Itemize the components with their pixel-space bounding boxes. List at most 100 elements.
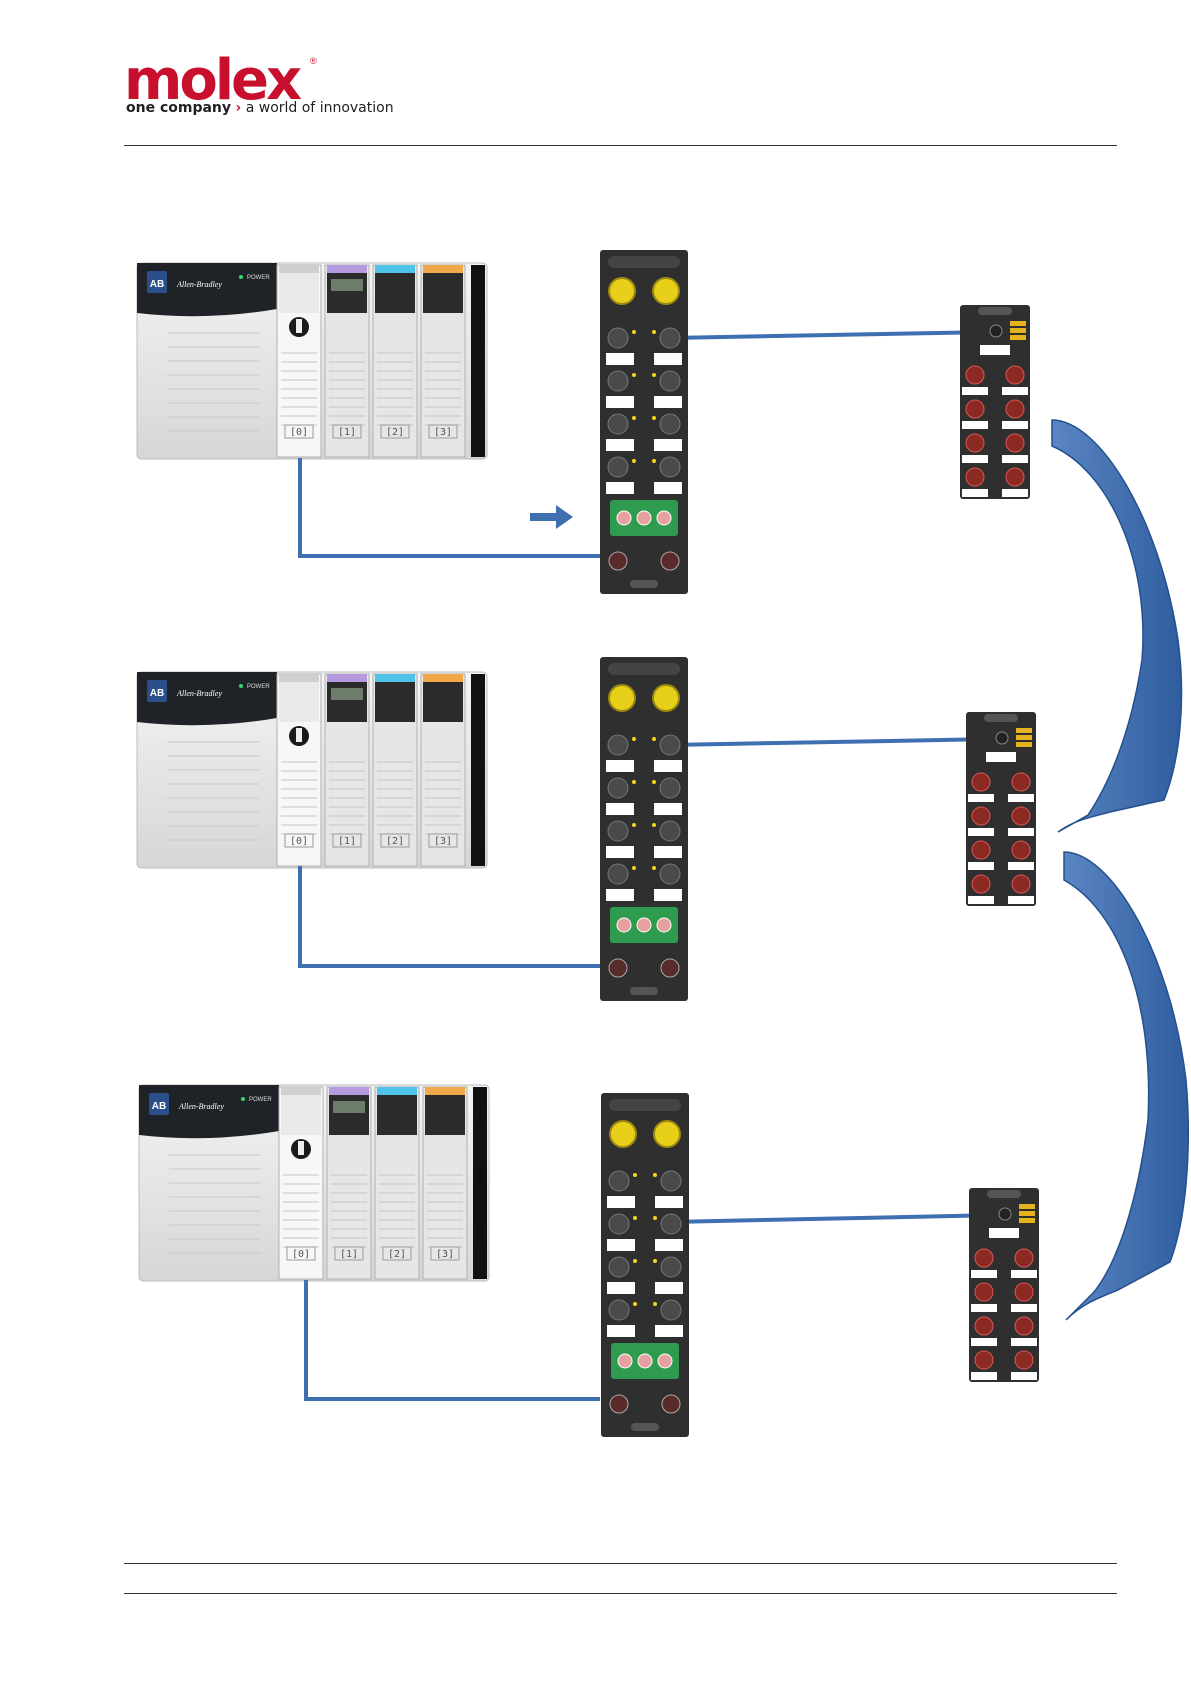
status-tag [1016, 742, 1032, 747]
ab-badge-text: AB [150, 279, 164, 290]
port-label-plate [962, 421, 988, 429]
status-led-icon [632, 330, 636, 334]
power-label: POWER [247, 275, 270, 281]
port-label-plate [606, 482, 634, 494]
io-port-icon [660, 457, 680, 477]
io-port-icon [1012, 875, 1030, 893]
slot-label: [3] [436, 1249, 454, 1260]
status-led-icon [653, 1216, 657, 1220]
ethernet-port-icon [662, 1395, 680, 1413]
io-port-icon [661, 1300, 681, 1320]
io-port-icon [660, 371, 680, 391]
slot-color-band [423, 265, 463, 273]
io-port-icon [972, 841, 990, 859]
io-port-icon [966, 366, 984, 384]
port-label-plate [971, 1270, 997, 1278]
slot-status-panel [375, 682, 415, 722]
status-led-icon [652, 780, 656, 784]
port-label-plate [607, 1239, 635, 1251]
cable-line [670, 1215, 1000, 1222]
io-link-port-icon [996, 732, 1008, 744]
slot-color-band [377, 1087, 417, 1095]
io-port-icon [972, 807, 990, 825]
curved-arrow-icon [1052, 420, 1182, 832]
cable-line [300, 866, 600, 966]
slot-status-panel [425, 1095, 465, 1135]
slot-status-panel [423, 682, 463, 722]
port-label-plate [654, 846, 682, 858]
status-tag [1010, 328, 1026, 333]
io-port-icon [972, 773, 990, 791]
io-port-icon [1012, 841, 1030, 859]
plc-brand: Allen-Bradley [176, 280, 222, 289]
status-led-icon [652, 459, 656, 463]
port-label-plate [654, 760, 682, 772]
port-label-plate [1002, 455, 1028, 463]
rotary-switch-icon [618, 1354, 632, 1368]
port-label-plate [968, 828, 994, 836]
port-label-plate [1008, 828, 1034, 836]
slot-color-band [279, 265, 319, 273]
status-led-icon [633, 1173, 637, 1177]
port-label-plate [962, 489, 988, 497]
port-label-plate [654, 803, 682, 815]
slot-display [331, 279, 363, 291]
io-port-icon [1015, 1317, 1033, 1335]
port-label-plate [606, 760, 634, 772]
power-label: POWER [247, 684, 270, 690]
port-label-plate [968, 896, 994, 904]
io-port-icon [1015, 1249, 1033, 1267]
io-port-icon [609, 1214, 629, 1234]
io-port-icon [660, 821, 680, 841]
status-led-icon [632, 780, 636, 784]
io-port-icon [966, 400, 984, 418]
power-connector-icon [653, 685, 679, 711]
port-label-plate [606, 439, 634, 451]
plc-end-cap [471, 265, 485, 457]
io-port-icon [975, 1249, 993, 1267]
slot-color-band [329, 1087, 369, 1095]
io-port-icon [966, 468, 984, 486]
io-port-icon [660, 328, 680, 348]
plc-end-cap [471, 674, 485, 866]
port-label-plate [654, 482, 682, 494]
status-led-icon [632, 823, 636, 827]
slot-status-panel [279, 273, 319, 313]
arrow-right-icon [530, 505, 573, 529]
status-led-icon [652, 416, 656, 420]
ab-badge-text: AB [152, 1101, 166, 1112]
cable-line [670, 332, 992, 338]
ab-badge-text: AB [150, 688, 164, 699]
port-label-plate [607, 1196, 635, 1208]
power-led-icon [241, 1097, 245, 1101]
slot-color-band [279, 674, 319, 682]
cable-line [306, 1280, 600, 1399]
io-port-icon [608, 371, 628, 391]
slot-status-panel [281, 1095, 321, 1135]
io-port-icon [660, 778, 680, 798]
io-port-icon [608, 457, 628, 477]
io-port-icon [661, 1171, 681, 1191]
port-label-plate [654, 439, 682, 451]
rotary-switch-icon [657, 511, 671, 525]
io-port-icon [608, 778, 628, 798]
status-led-icon [632, 416, 636, 420]
power-connector-icon [610, 1121, 636, 1147]
port-label-plate [655, 1282, 683, 1294]
status-led-icon [653, 1173, 657, 1177]
power-connector-icon [609, 278, 635, 304]
port-label-plate [971, 1372, 997, 1380]
slot-label: [2] [386, 836, 404, 847]
io-port-icon [609, 1171, 629, 1191]
port-label-plate [1008, 862, 1034, 870]
keyswitch-slot [298, 1141, 304, 1155]
slot-label: [0] [290, 427, 308, 438]
io-port-icon [661, 1214, 681, 1234]
status-tag [1019, 1211, 1035, 1216]
port-label-plate [655, 1196, 683, 1208]
slot-color-band [327, 265, 367, 273]
io-port-icon [975, 1351, 993, 1369]
keyswitch-slot [296, 728, 302, 742]
slot-label: [2] [388, 1249, 406, 1260]
